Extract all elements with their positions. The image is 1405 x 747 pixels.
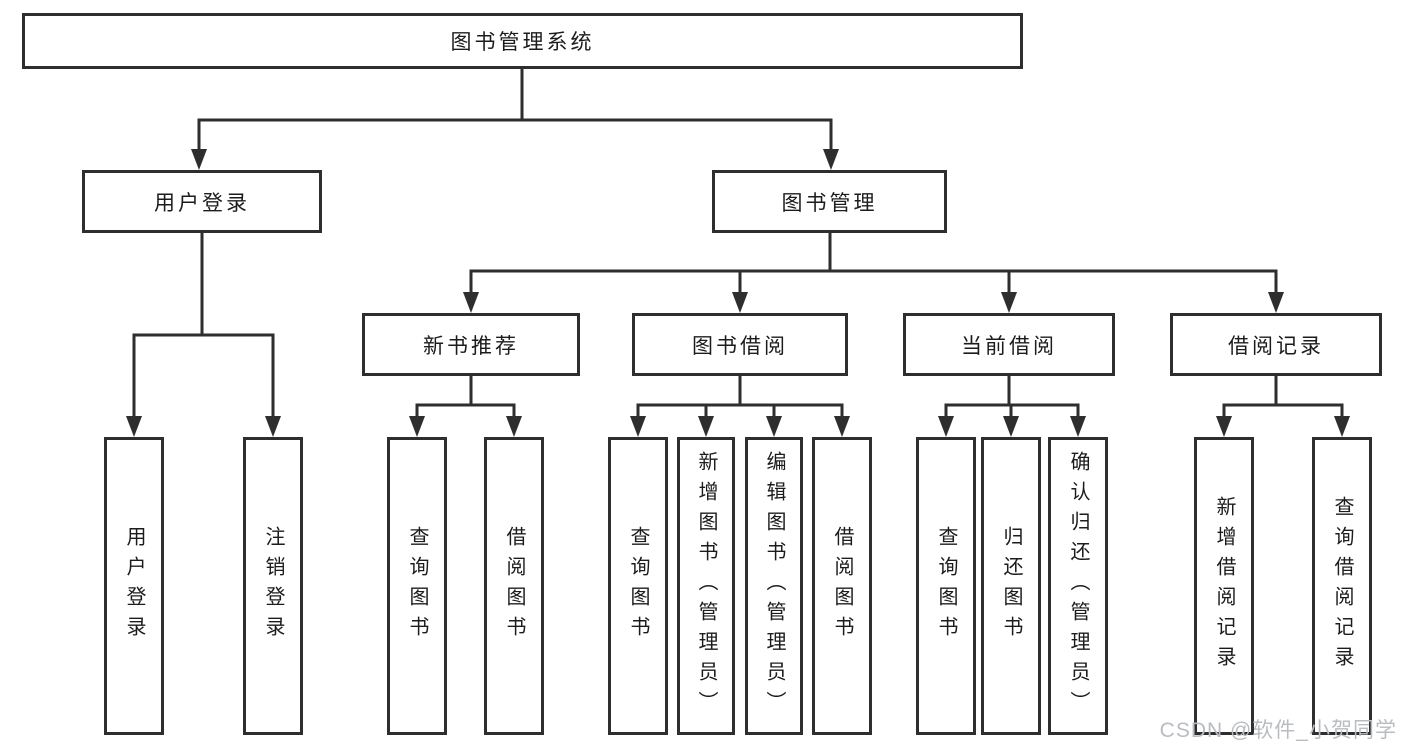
leaf-query-books-borrowing: 查询图书 [608, 437, 668, 735]
connector-new-book-rec-to-children [409, 376, 522, 437]
node-borrow-records: 借阅记录 [1170, 313, 1382, 376]
leaf-edit-books-admin: 编辑图书（管理员） [745, 437, 803, 735]
leaf-return-books: 归还图书 [981, 437, 1041, 735]
node-current-borrowing: 当前借阅 [903, 313, 1115, 376]
connector-book-mgmt-to-level3 [463, 233, 1284, 313]
node-label: 用户登录 [154, 191, 250, 215]
node-label: 借阅记录 [1228, 334, 1324, 358]
leaf-confirm-return-admin: 确认归还（管理员） [1048, 437, 1108, 735]
node-library-system: 图书管理系统 [22, 13, 1023, 69]
node-label: 借阅图书 [831, 526, 853, 646]
node-label: 用户登录 [123, 526, 145, 646]
node-label: 查询图书 [627, 526, 649, 646]
node-new-book-recommend: 新书推荐 [362, 313, 580, 376]
leaf-borrow-books: 借阅图书 [812, 437, 872, 735]
node-label: 当前借阅 [961, 334, 1057, 358]
node-label: 新书推荐 [423, 334, 519, 358]
leaf-borrow-books-recommend: 借阅图书 [484, 437, 544, 735]
node-label: 借阅图书 [503, 526, 525, 646]
node-user-login: 用户登录 [82, 170, 322, 233]
node-book-borrowing: 图书借阅 [632, 313, 848, 376]
node-label: 编辑图书（管理员） [763, 451, 785, 721]
leaf-query-borrow-record: 查询借阅记录 [1312, 437, 1372, 735]
node-label: 查询图书 [935, 526, 957, 646]
node-label: 确认归还（管理员） [1067, 451, 1089, 721]
leaf-logout: 注销登录 [243, 437, 303, 735]
node-label: 图书管理系统 [450, 31, 595, 54]
node-label: 注销登录 [262, 526, 284, 646]
node-label: 新增借阅记录 [1213, 496, 1235, 676]
connector-current-borrow-to-children [938, 376, 1086, 437]
leaf-add-borrow-record: 新增借阅记录 [1194, 437, 1254, 735]
node-label: 查询图书 [406, 526, 428, 646]
node-label: 查询借阅记录 [1331, 496, 1353, 676]
leaf-query-books-recommend: 查询图书 [387, 437, 447, 735]
node-label: 新增图书（管理员） [695, 451, 717, 721]
node-label: 归还图书 [1000, 526, 1022, 646]
connector-user-login-to-children [126, 233, 281, 437]
leaf-add-books-admin: 新增图书（管理员） [677, 437, 735, 735]
node-label: 图书管理 [781, 191, 878, 215]
node-label: 图书借阅 [692, 334, 788, 358]
connector-root-to-level2 [191, 69, 839, 170]
connector-book-borrow-to-children [630, 376, 850, 437]
leaf-user-login: 用户登录 [104, 437, 164, 735]
connector-borrow-records-to-children [1216, 376, 1350, 437]
node-book-management: 图书管理 [712, 170, 947, 233]
leaf-query-books-current: 查询图书 [916, 437, 976, 735]
csdn-watermark: CSDN @软件_小贺同学 [1159, 719, 1397, 742]
